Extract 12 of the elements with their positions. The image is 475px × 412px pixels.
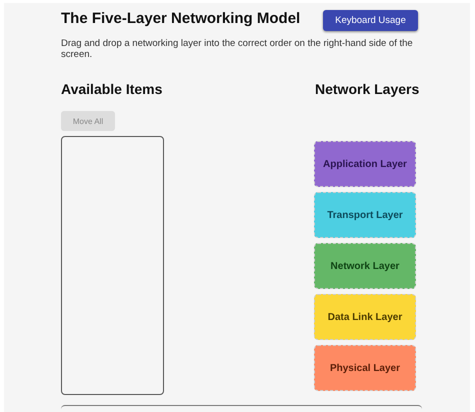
move-all-button: Move All (61, 111, 115, 131)
layer-card: Physical Layer (314, 345, 416, 391)
section-heading: Available Items (61, 81, 162, 97)
keyboard-usage-button: Keyboard Usage (323, 10, 418, 31)
layer-card: Transport Layer (314, 192, 416, 238)
page-title: The Five-Layer Networking Model (61, 10, 300, 27)
layer-card: Data Link Layer (314, 294, 416, 340)
drop-zone (61, 136, 164, 395)
instructions-text: Drag and drop a networking layer into the correct order on the right-hand side of the screen. (61, 38, 414, 60)
layer-card: Application Layer (314, 141, 416, 187)
section-heading: Network Layers (315, 81, 420, 97)
layer-card: Network Layer (314, 243, 416, 289)
